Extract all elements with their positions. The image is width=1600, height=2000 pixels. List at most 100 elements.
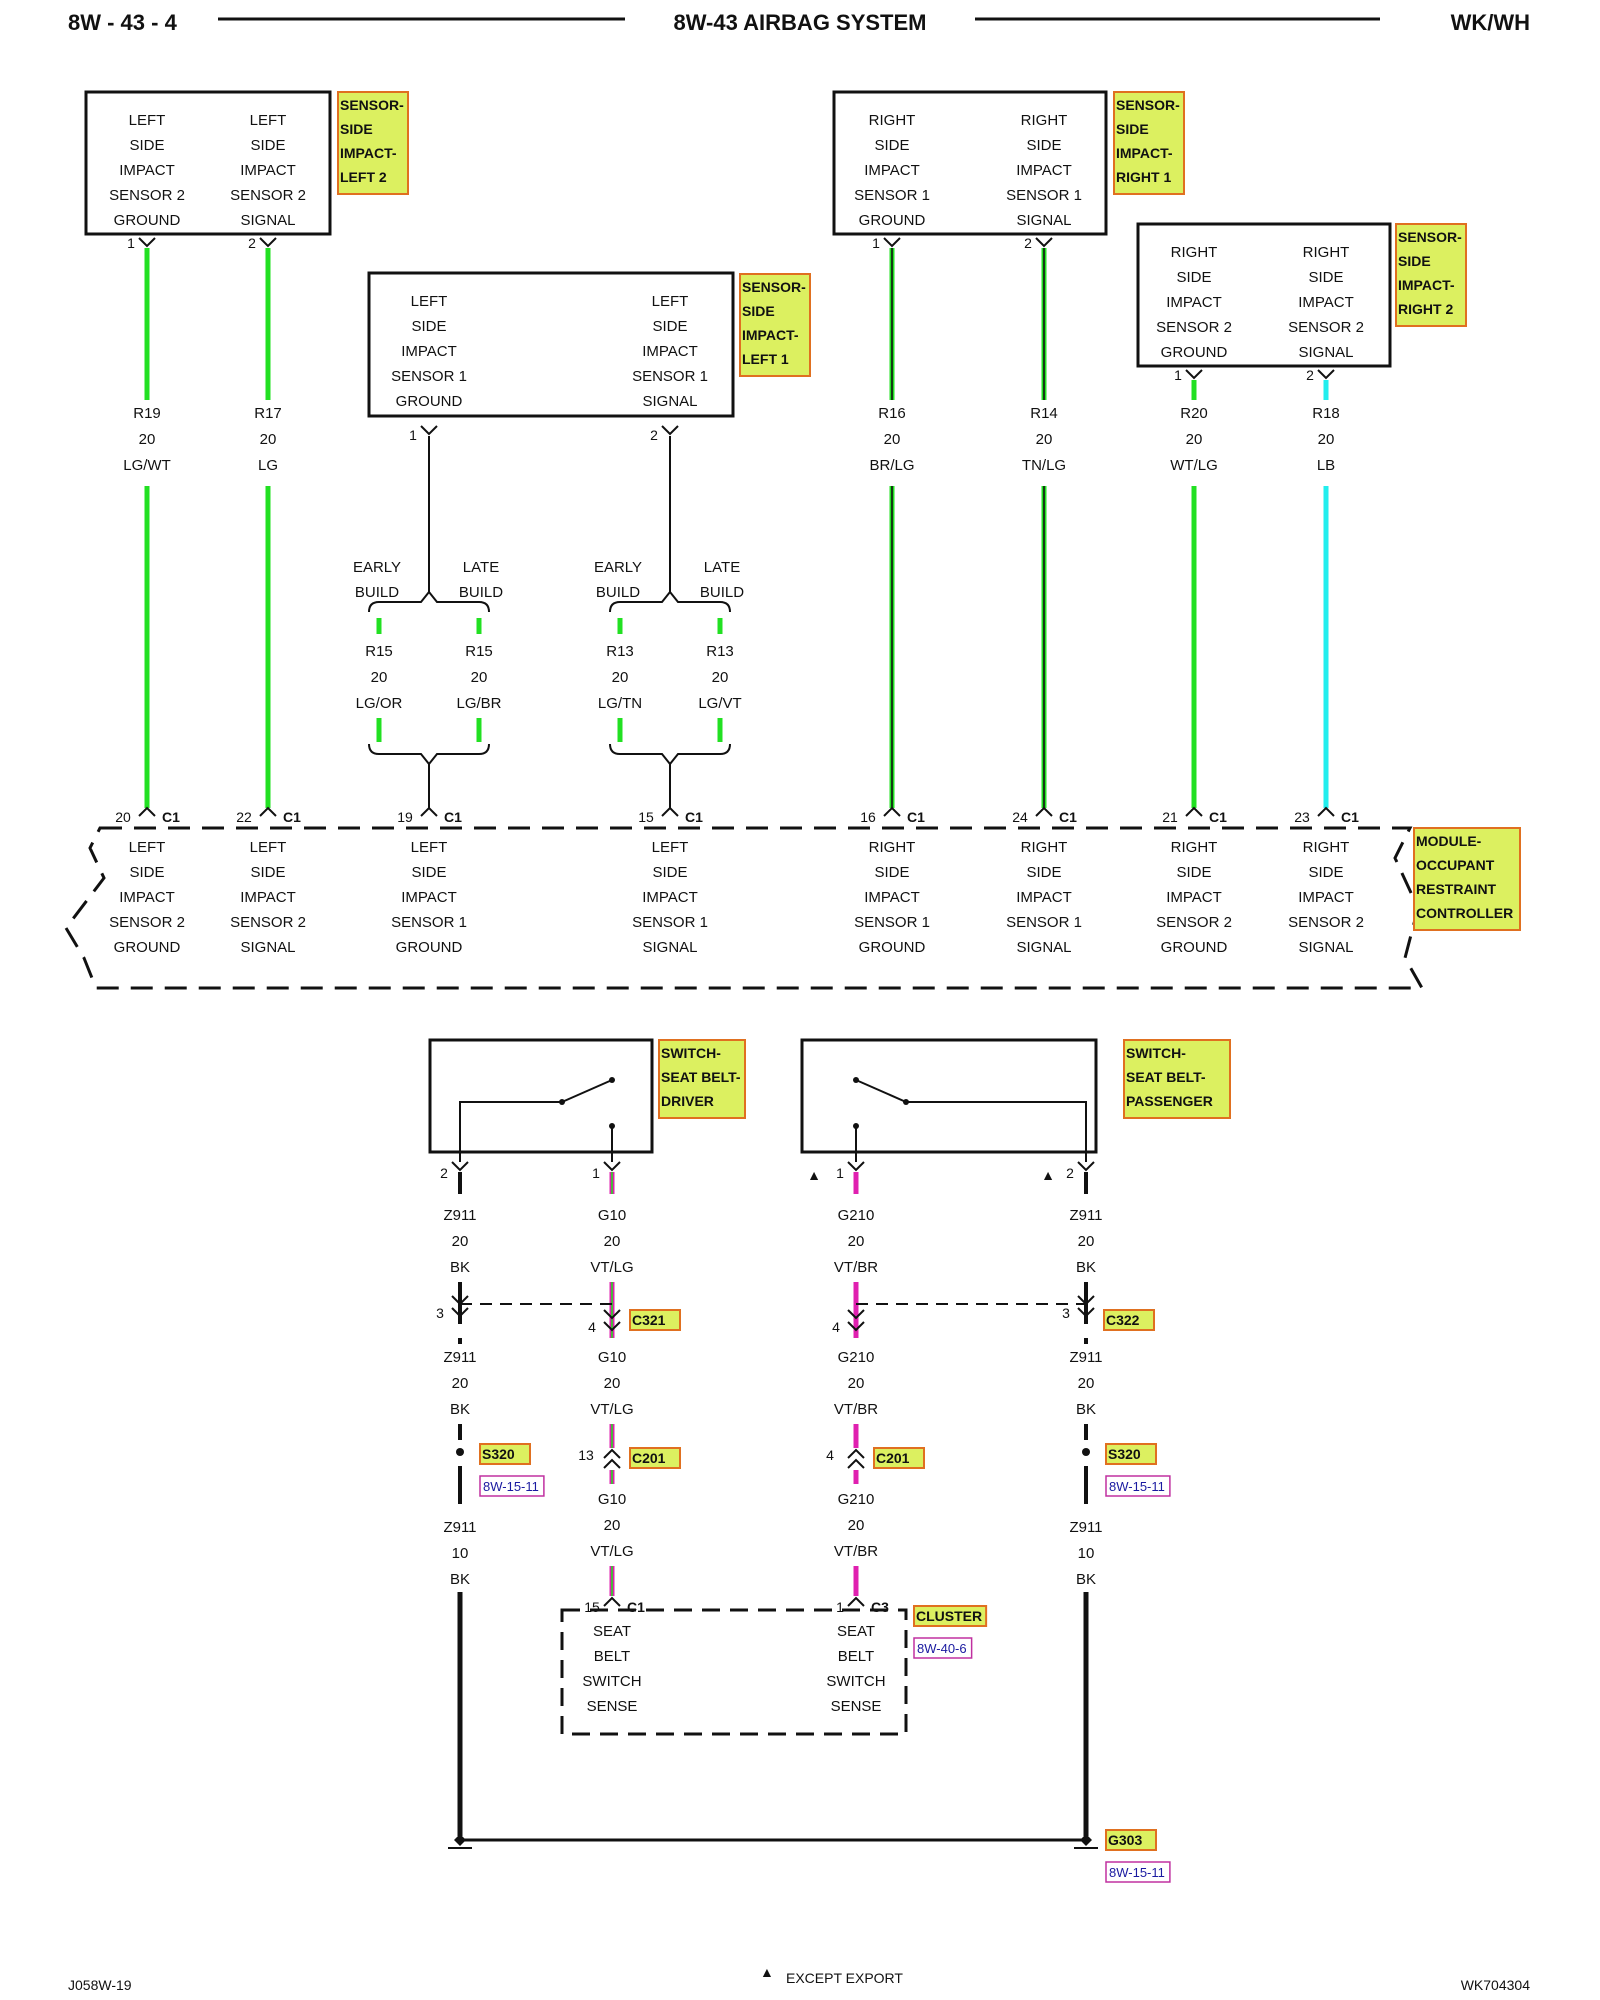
sensor-label-line: RIGHT [1303,244,1350,261]
wire-label-r16: 20 [884,431,901,448]
switch-pin-fork [847,1161,865,1172]
wire-fork-top [1035,237,1053,248]
sensor-label-line: GROUND [396,393,463,410]
orc-connector-caret [1185,806,1203,817]
wire-label-g10: G10 [598,1207,626,1224]
orc-pin-number: 21 [1162,809,1178,825]
orc-pin-number: 22 [236,809,252,825]
orc-pin-label-line: SENSOR 2 [1288,914,1364,931]
wire-label-r18: R18 [1312,405,1340,422]
ground-junction [454,1834,466,1846]
c322-g210-pin: 4 [832,1319,840,1335]
build-split-bracket [368,590,490,613]
build-label-early: BUILD [596,584,640,601]
build-label-early: EARLY [594,559,642,576]
orc-connector-name: C1 [1059,809,1077,825]
wire-label-z911: BK [450,1259,470,1276]
wire-label-g210: G210 [838,1207,875,1224]
wire-label-g210: 20 [848,1233,865,1250]
cluster-label-line: SWITCH [582,1673,641,1690]
wire-fork-top [420,425,438,436]
wire-label-z911: Z911 [443,1207,476,1224]
c201-g210-caret-a [847,1448,865,1459]
orc-pin-label-line: RIGHT [1171,839,1218,856]
sensor-label-line: SENSOR 1 [1006,187,1082,204]
wire-fork-top [883,237,901,248]
orc-pin-label-line: RIGHT [1303,839,1350,856]
sensor-label-line: SIGNAL [1298,344,1353,361]
tag-sensor-right-2-line: SENSOR- [1398,229,1462,245]
cluster-label-line: BELT [838,1648,874,1665]
wire-label-r16: BR/LG [869,457,914,474]
orc-pin-label-line: SIDE [129,864,164,881]
orc-pin-label-line: LEFT [129,839,166,856]
orc-connector-name: C1 [283,809,301,825]
tag-sensor-left-2-line: IMPACT- [340,145,397,161]
footer-code-right: WK704304 [1461,1977,1530,1993]
wire-label-r16: R16 [878,405,906,422]
switch-seat-belt-driver: SWITCH-SEAT BELT-DRIVER [428,1038,746,1162]
orc-connector-name: C1 [162,809,180,825]
sensor-label-line: SIDE [874,137,909,154]
orc-pin-label-line: RIGHT [869,839,916,856]
tag-s320-box [479,1443,531,1465]
page-title: 8W-43 AIRBAG SYSTEM [674,10,927,35]
orc-pin-label-line: IMPACT [240,889,296,906]
orc-pin-label-line: SIGNAL [1016,939,1071,956]
wire-label-r17: 20 [260,431,277,448]
tag-g303: G303 [1108,1832,1142,1848]
orc-pin-label-line: RIGHT [1021,839,1068,856]
wire-label-g210: VT/BR [834,1401,878,1418]
orc-pin-label-line: SENSOR 2 [109,914,185,931]
cluster-label-line: SEAT [593,1623,631,1640]
switch-pin-number: 2 [1066,1165,1074,1181]
tag-orc-line: OCCUPANT [1416,857,1495,873]
switch-pin-number: 1 [592,1165,600,1181]
wire-label-z911_d3: Z911 [443,1519,476,1536]
tag-switch-passenger-line: SEAT BELT- [1126,1069,1206,1085]
footer-code-left: J058W-19 [68,1977,132,1993]
orc-pin-label-line: SIDE [1308,864,1343,881]
sensor-label-line: SENSOR 1 [391,368,467,385]
tag-sensor-right-1-line: IMPACT- [1116,145,1173,161]
splice-s320-dot [456,1448,464,1456]
orc-pin-label-line: SIDE [250,864,285,881]
tag-s320: S320 [482,1446,515,1462]
sensor-label-line: SENSOR 1 [854,187,930,204]
wire-label-z911: 20 [452,1233,469,1250]
wire-label-z911: 20 [1078,1375,1095,1392]
wire-label-r15_late: R15 [465,643,493,660]
wire-label-g210_3: 20 [848,1517,865,1534]
orc-pin-label-line: GROUND [1161,939,1228,956]
cluster-connector-name: C3 [871,1599,889,1615]
orc-connector-caret [259,806,277,817]
wire-label-r20: 20 [1186,431,1203,448]
orc-pin-label-line: IMPACT [119,889,175,906]
tag-c201-g10: C201 [632,1450,666,1466]
wire-label-g10_3: G10 [598,1491,626,1508]
orc-pin-label-line: GROUND [114,939,181,956]
wire-label-g10: VT/LG [590,1401,633,1418]
sensor-label-line: RIGHT [1021,112,1068,129]
c322-g210-male [847,1309,865,1320]
wire-label-z911: 20 [452,1375,469,1392]
orc-pin-number: 24 [1012,809,1028,825]
c201-g210-caret-b [847,1458,865,1469]
wire-label-r19: R19 [133,405,161,422]
wire-label-z911_d3: 10 [452,1545,469,1562]
sensor-label-line: SIDE [129,137,164,154]
sensor-label-line: IMPACT [240,162,296,179]
tag-switch-passenger-box [1123,1039,1231,1119]
build-merge-bracket [609,743,731,766]
wire-label-r15_late: 20 [471,669,488,686]
